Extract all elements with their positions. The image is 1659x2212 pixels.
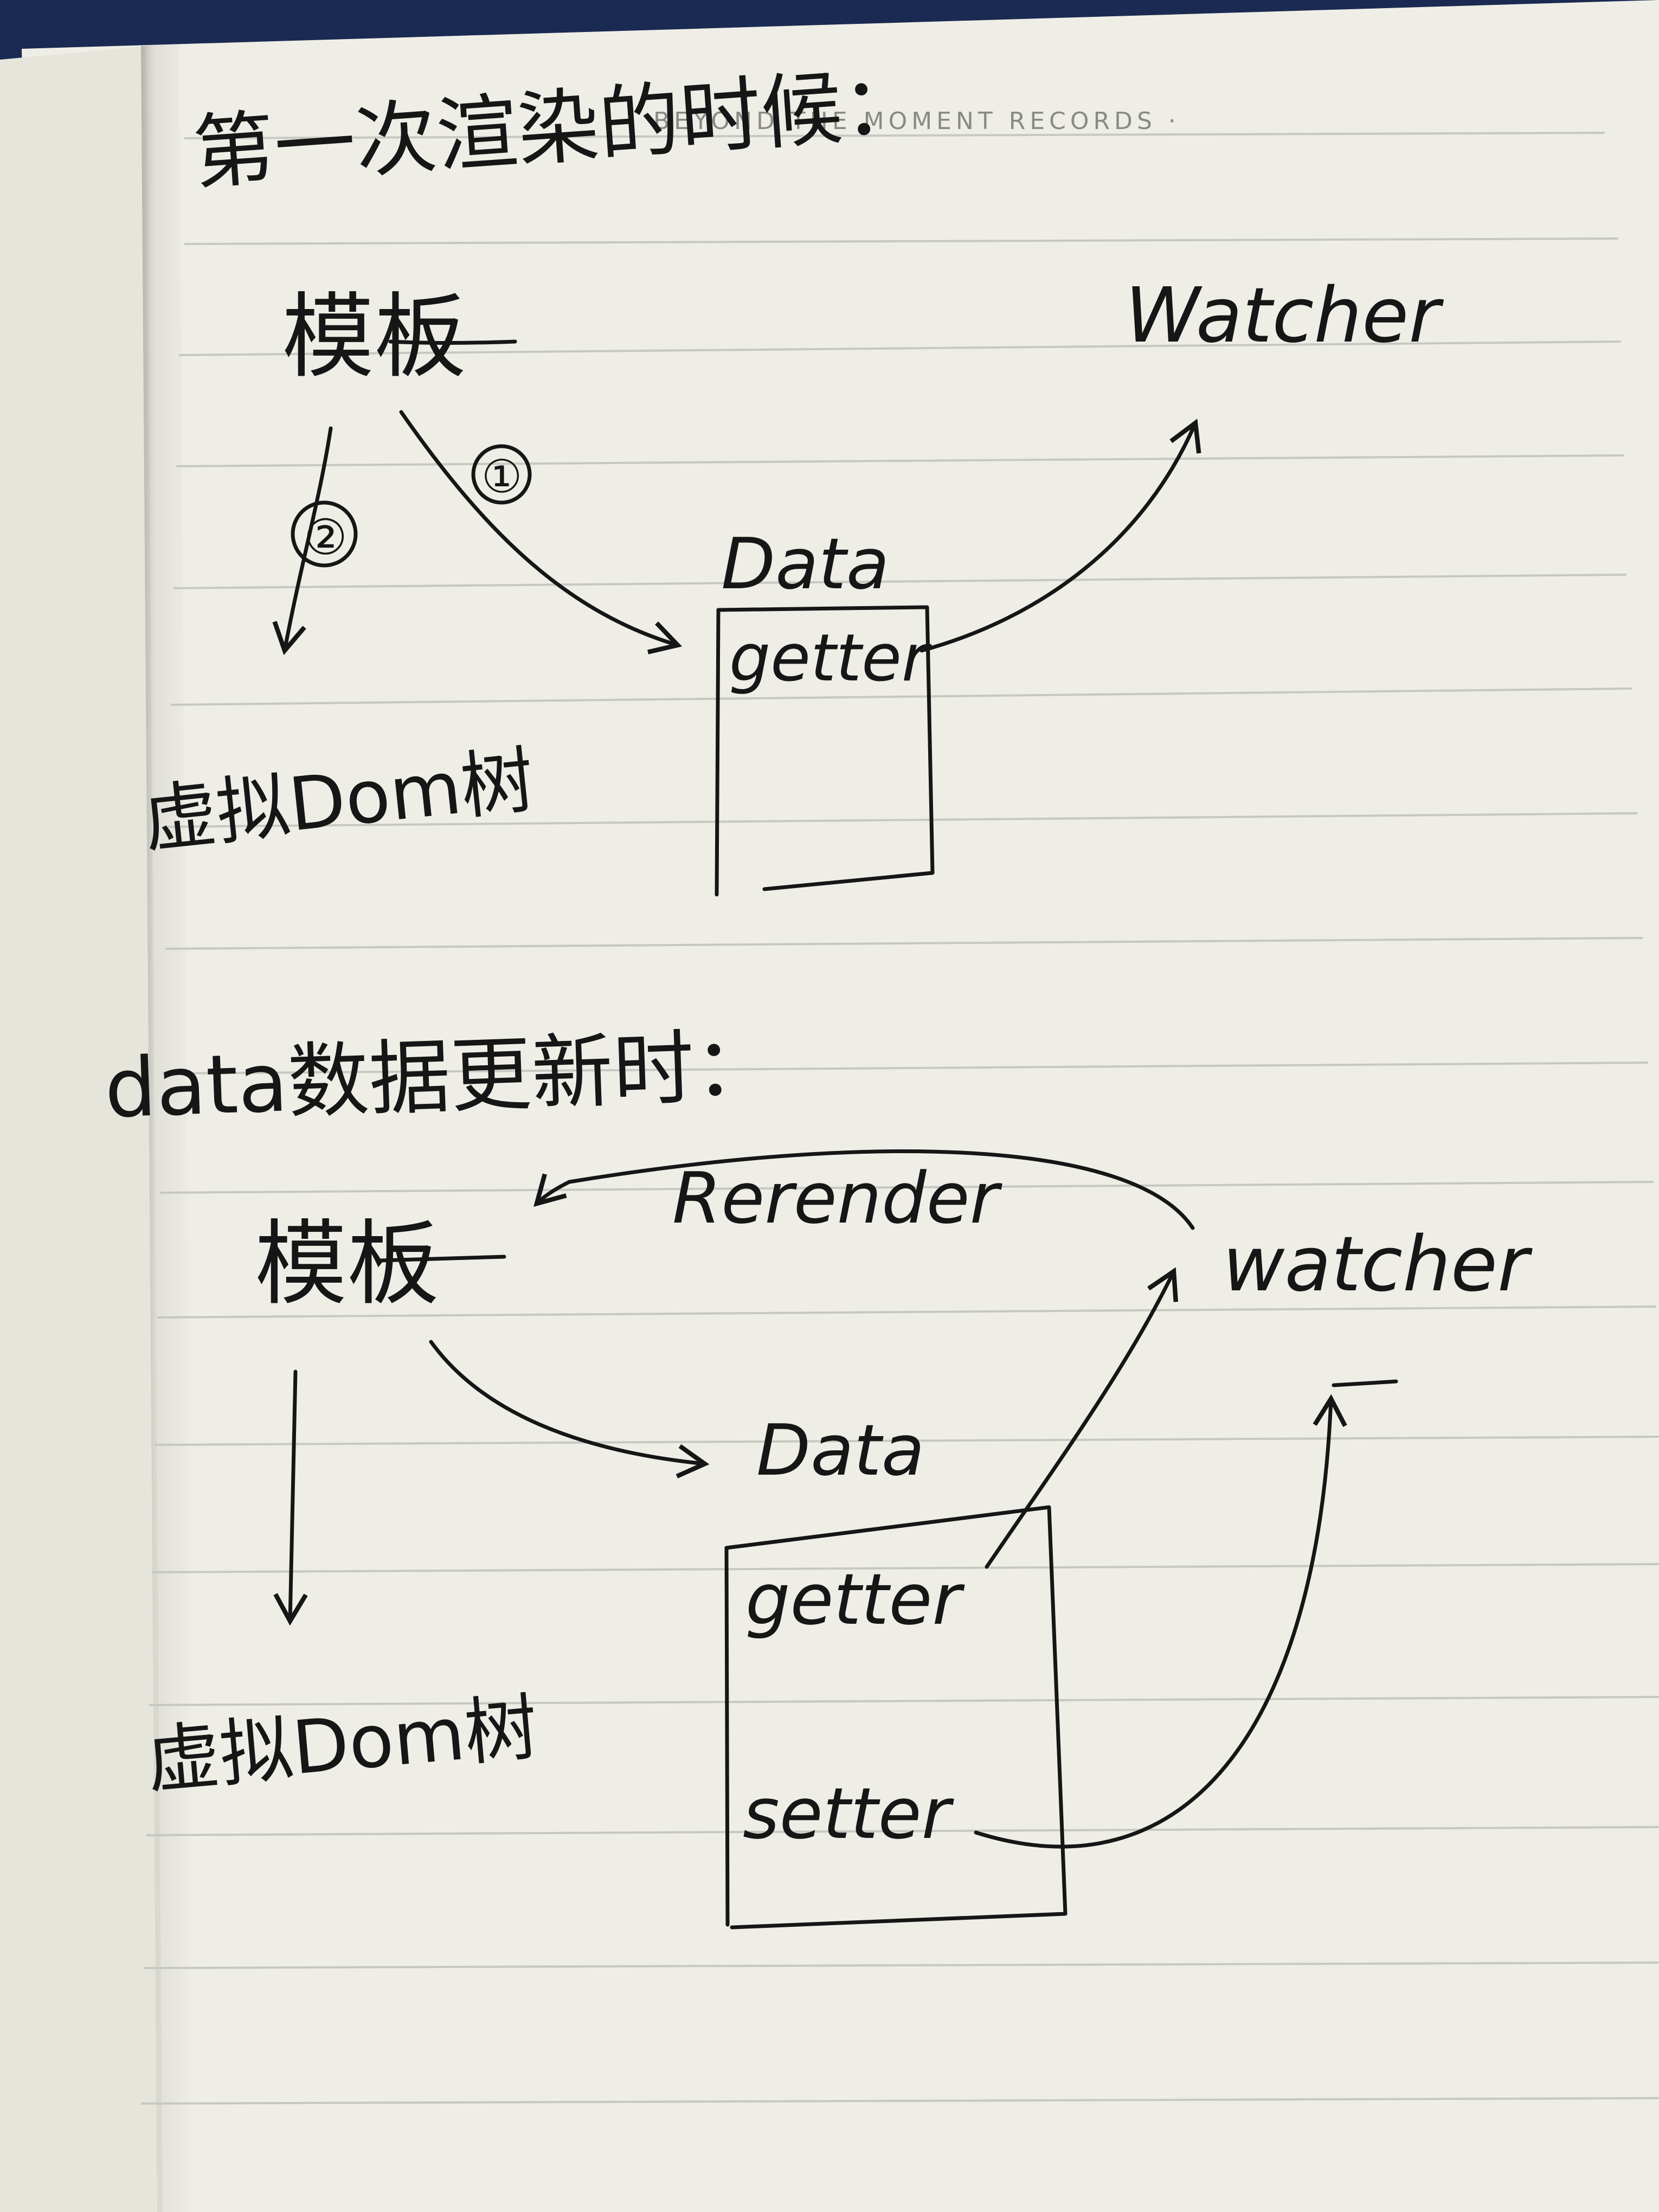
arrow-setter-to-watcher	[974, 1394, 1347, 1849]
step1-label: ①	[481, 450, 522, 503]
data-box-2	[724, 1505, 1068, 1930]
template-node-2: 模板	[255, 1211, 439, 1318]
arrow-template-to-vdom-2	[273, 1369, 308, 1626]
data-box-1	[715, 605, 935, 897]
rerender-label: Rerender	[672, 1157, 1003, 1239]
arrow-watcher-rerender	[533, 1149, 1195, 1230]
template-node-1: 模板	[282, 284, 466, 391]
step2-circle	[291, 500, 358, 568]
arrow-template-to-vdom-1	[272, 426, 333, 655]
arrow-template-to-data-1	[399, 410, 683, 654]
brand-header: BEYOND THE MOMENT RECORDS ·	[653, 107, 1180, 135]
arrow-template-to-data-2	[429, 1340, 710, 1478]
step2-label: ②	[304, 509, 348, 566]
step1-circle	[471, 444, 532, 505]
ruled-lines	[140, 132, 1659, 2105]
watcher-node-2: watcher	[1223, 1220, 1533, 1309]
template-underline-2	[377, 1255, 506, 1263]
left-page-edge	[0, 46, 163, 2212]
getter-label-2: getter	[745, 1558, 965, 1641]
getter-label-1: getter	[729, 621, 932, 696]
watcher-tick-mark	[1332, 1379, 1398, 1387]
data-label-1: Data	[721, 523, 889, 605]
watcher-node-1: Watcher	[1125, 272, 1444, 360]
page-binding-shadow	[141, 43, 195, 2212]
arrow-getter-to-watcher-1	[919, 419, 1201, 653]
data-label-2: Data	[756, 1409, 924, 1491]
section2-heading: data数据更新时：	[103, 1019, 777, 1136]
paper-sheet	[22, 0, 1659, 2212]
arrow-getter-to-watcher-2	[985, 1267, 1178, 1569]
template-underline-1	[388, 339, 517, 345]
setter-label-2: setter	[743, 1772, 955, 1855]
